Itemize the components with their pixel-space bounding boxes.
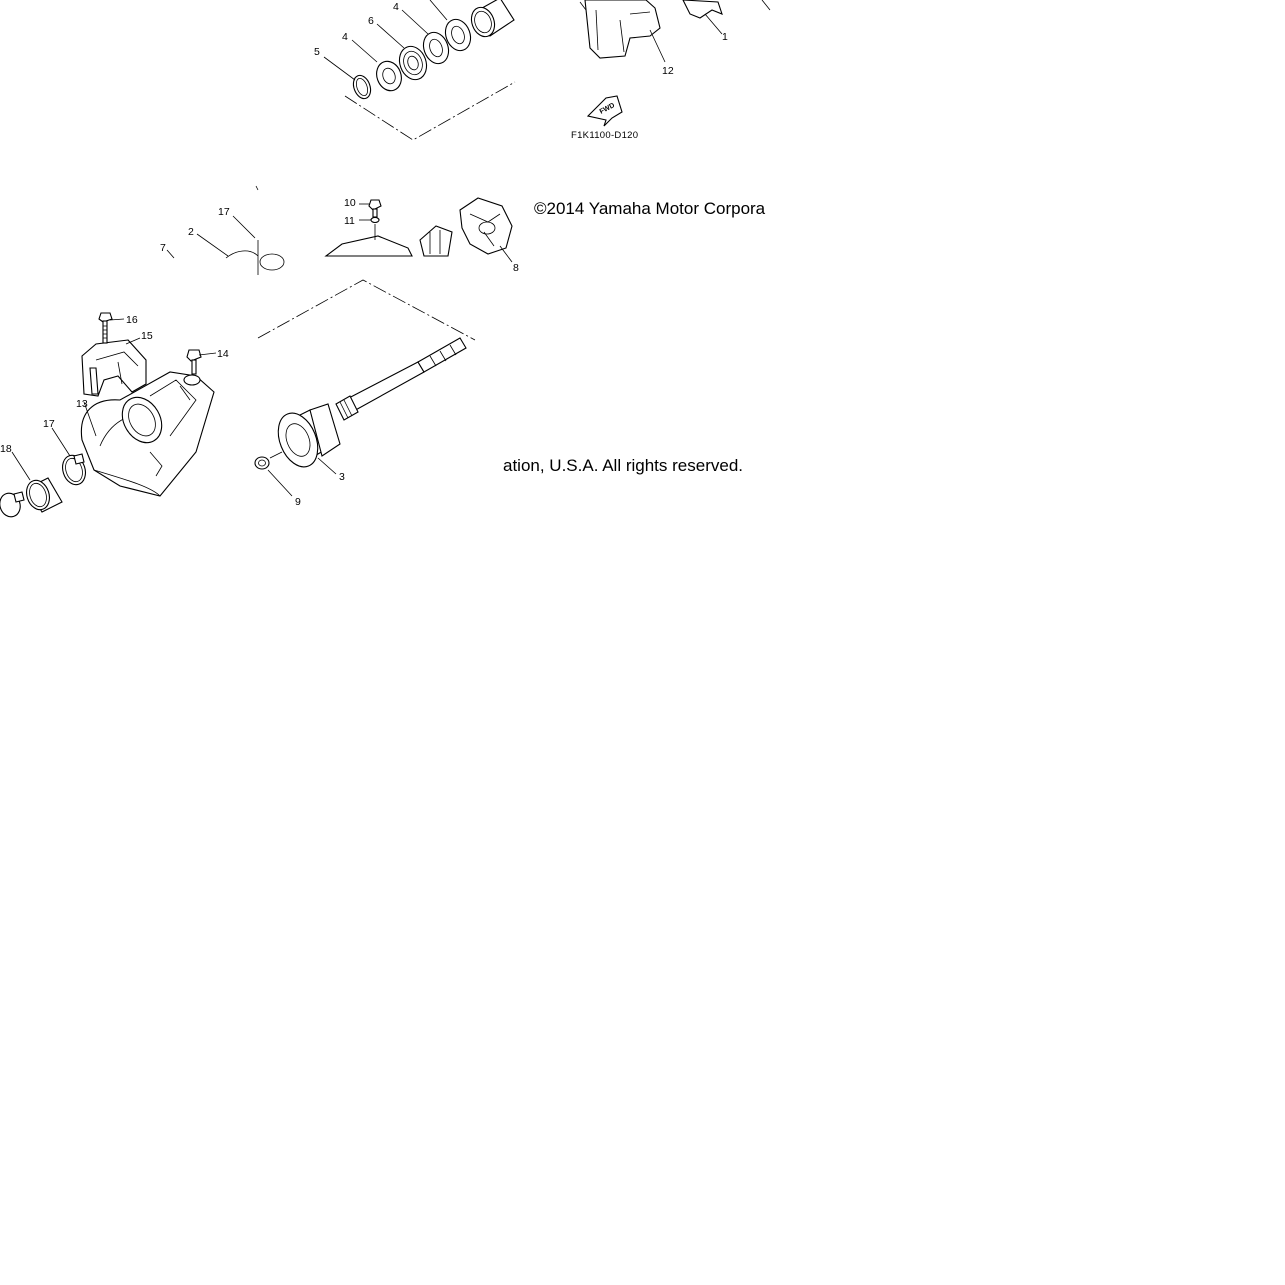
hose-clamp-part [62,453,86,486]
washer-ring-part [254,456,270,470]
callout-4a: 4 [342,31,348,43]
callout-5: 5 [314,46,320,58]
dashed-outline-bottom [257,279,476,341]
callout-2: 2 [188,226,194,238]
callout-10: 10 [344,197,356,209]
callout-15: 15 [141,330,153,342]
oil-seal-part [376,60,402,92]
ball-bearing-part [398,45,428,81]
callout-14: 14 [217,348,229,360]
figure-code: F1K1100-D120 [571,130,638,141]
impeller-housing-part [277,403,341,468]
callout-13: 13 [76,398,88,410]
callout-9: 9 [295,496,301,508]
oil-seal-part-2 [422,31,450,65]
sleeve-part [470,0,515,38]
callout-1: 1 [722,31,728,43]
bolt-part [368,199,382,218]
drive-shaft-part [335,337,467,421]
copyright-line-2: ation, U.S.A. All rights reserved. [503,456,743,475]
callout-7: 7 [160,242,166,254]
callout-12: 12 [662,65,674,77]
housing-cover-part [584,0,661,59]
bolt-part-16 [98,312,113,344]
housing-cover-group [579,0,771,63]
jet-duct-housing-part [80,371,215,497]
copyright-line-1: ©2014 Yamaha Motor Corpora [534,199,766,218]
callout-17a: 17 [218,206,230,218]
dashed-outline-top [344,81,516,141]
callout-11: 11 [344,215,355,227]
callout-17b: 17 [43,418,55,430]
bolt-part-14 [186,349,202,375]
washer-part [370,216,380,224]
callout-3: 3 [339,471,345,483]
hose-part [26,477,63,513]
collar-part [444,18,472,52]
coupling-part [459,197,513,255]
callout-8: 8 [513,262,519,274]
pump-housing-fragment [324,235,413,257]
hose-clamp-fragment [0,491,25,518]
callout-6: 6 [368,15,374,27]
bearing-stack-group [323,0,516,141]
callout-4b: 4 [393,1,399,13]
impeller-group [166,185,513,275]
callout-18: 18 [0,443,12,455]
circlip-part [352,74,372,100]
damper-part [419,225,453,257]
bracket-part [682,0,723,19]
fwd-arrow-icon: FWD [586,95,623,127]
mount-bracket-part [81,339,147,397]
callout-16: 16 [126,314,138,326]
